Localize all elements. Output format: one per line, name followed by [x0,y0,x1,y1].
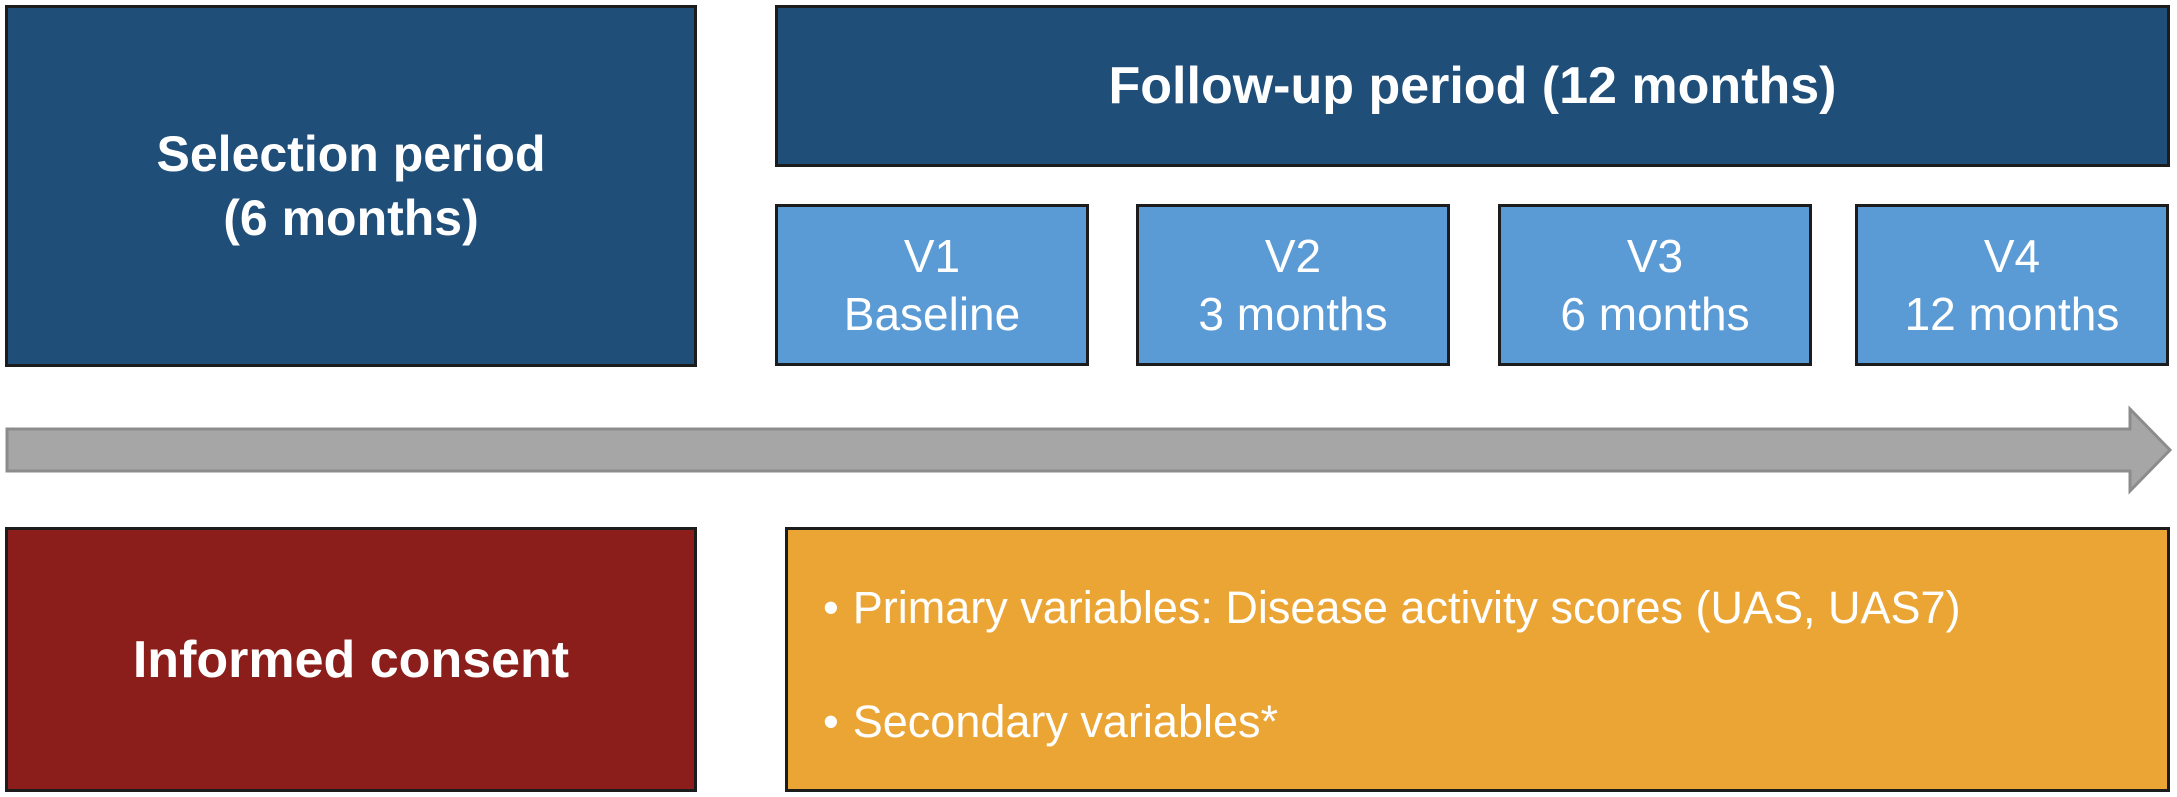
visit-box-v3: V3 6 months [1498,204,1812,366]
visit-label: Baseline [843,288,1021,340]
visit-label: 12 months [1904,288,2120,340]
visit-code: V4 [1983,230,2041,282]
bullet-icon: • [823,696,839,747]
timeline-arrow [5,405,2173,495]
followup-period-label: Follow-up period (12 months) [1108,57,1837,115]
variables-box: • Primary variables: Disease activity sco… [785,527,2170,792]
informed-consent-label: Informed consent [132,630,570,689]
visit-label: 3 months [1198,288,1388,340]
secondary-variables-item: • Secondary variables* [823,696,1278,748]
visit-code: V2 [1264,230,1322,282]
visit-box-v4: V4 12 months [1855,204,2169,366]
visit-code: V1 [903,230,961,282]
visit-box-v1: V1 Baseline [775,204,1089,366]
primary-variables-item: • Primary variables: Disease activity sco… [823,582,1961,634]
timeline-arrow-shape [5,405,2173,495]
visit-code: V3 [1626,230,1684,282]
bullet-icon: • [823,582,839,633]
informed-consent-box: Informed consent [5,527,697,792]
selection-period-duration: (6 months) [223,190,479,246]
visit-box-v2: V2 3 months [1136,204,1450,366]
primary-variables-text: Primary variables: Disease activity scor… [852,582,1961,633]
visit-label: 6 months [1560,288,1750,340]
followup-period-box: Follow-up period (12 months) [775,5,2170,167]
secondary-variables-text: Secondary variables* [852,696,1279,747]
selection-period-box: Selection period (6 months) [5,5,697,367]
selection-period-title: Selection period [156,126,546,182]
